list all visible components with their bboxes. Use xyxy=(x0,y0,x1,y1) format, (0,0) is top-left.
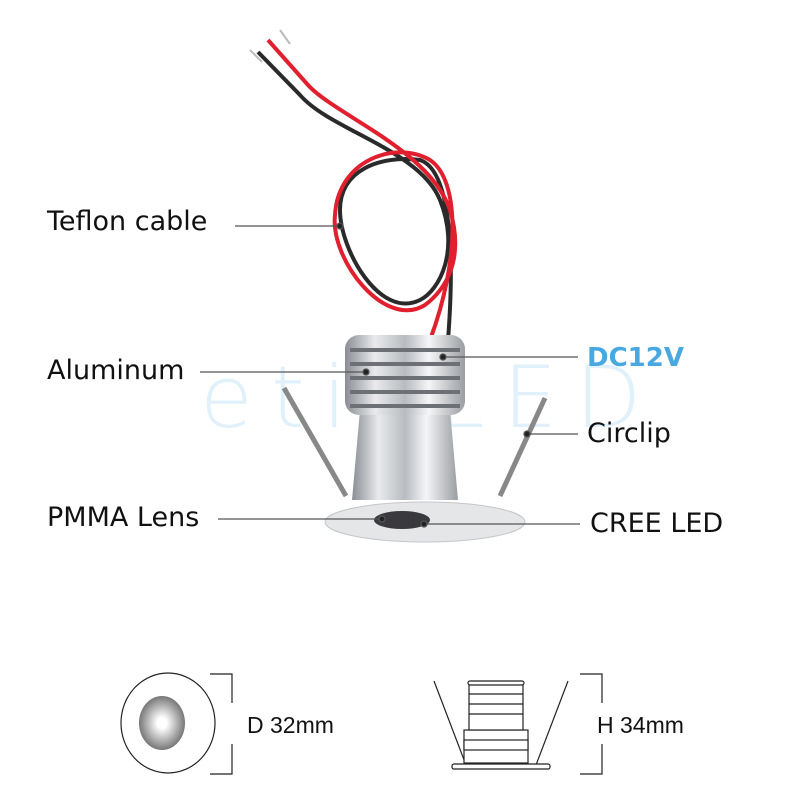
aluminum-body xyxy=(324,335,526,543)
circlip-right xyxy=(497,396,548,498)
label-circlip: Circlip xyxy=(587,418,671,449)
leader-lines xyxy=(200,222,580,528)
dimension-diameter: D 32mm xyxy=(247,712,334,738)
teflon-cable xyxy=(249,29,458,341)
dimension-height: H 34mm xyxy=(597,712,684,738)
circlip-left xyxy=(281,386,349,498)
label-cree-led: CREE LED xyxy=(590,508,724,539)
side-view-drawing xyxy=(433,673,603,775)
front-view-drawing xyxy=(120,672,233,775)
label-pmma-lens: PMMA Lens xyxy=(47,502,200,533)
led-lens xyxy=(374,511,430,529)
label-teflon-cable: Teflon cable xyxy=(47,206,208,237)
label-aluminum: Aluminum xyxy=(47,355,185,386)
label-dc12v: DC12V xyxy=(587,343,684,373)
